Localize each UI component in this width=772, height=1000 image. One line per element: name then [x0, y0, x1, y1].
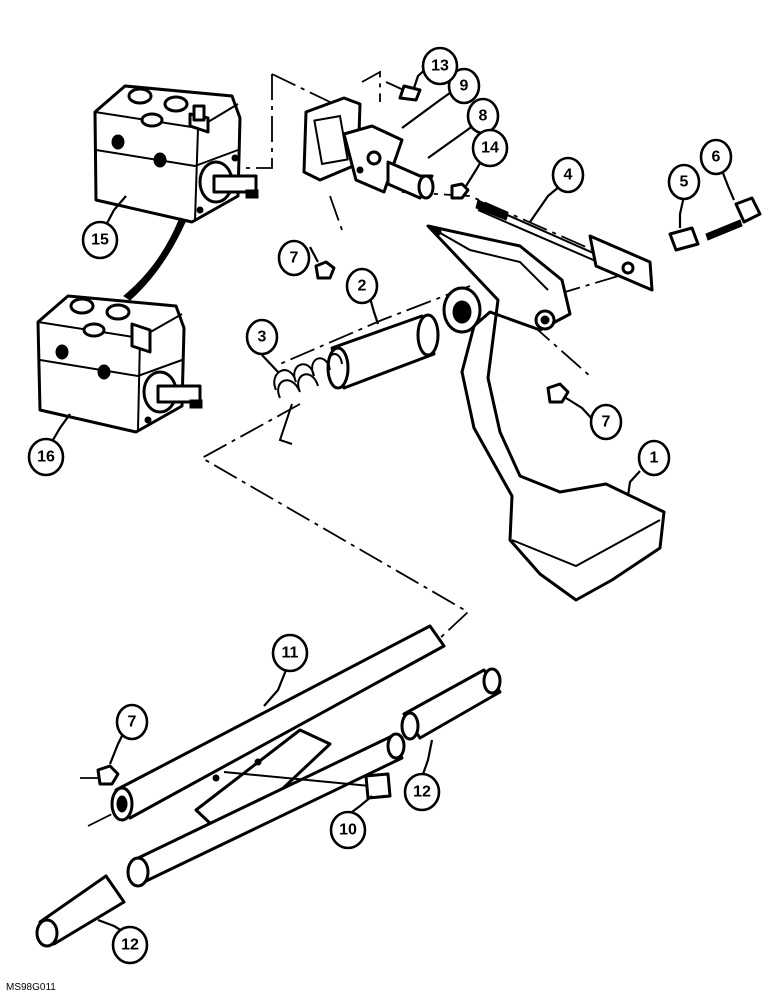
svg-text:1: 1 [650, 450, 659, 467]
callout-13: 13 [421, 46, 459, 86]
callout-6: 6 [699, 138, 733, 176]
svg-text:4: 4 [564, 167, 573, 184]
callout-1: 1 [637, 439, 671, 477]
part-8-bushing [386, 160, 435, 200]
callout-7-upper: 7 [277, 239, 311, 277]
svg-text:2: 2 [358, 278, 367, 295]
part-2-sleeve [326, 313, 440, 390]
replacement-arrow [123, 217, 187, 301]
callout-4: 4 [551, 156, 585, 194]
part-3-spring [273, 353, 343, 445]
svg-text:7: 7 [290, 250, 299, 267]
callout-7-lower: 7 [115, 703, 149, 741]
part-4-rod [475, 199, 654, 292]
part-1-pedal [426, 224, 666, 602]
assembly-centerlines [80, 70, 646, 827]
svg-text:7: 7 [602, 414, 611, 431]
svg-text:10: 10 [339, 822, 357, 839]
svg-text:8: 8 [479, 108, 488, 125]
callout-12-left: 12 [111, 925, 149, 965]
part-7-nut-middle [546, 382, 570, 404]
part-14-nut [450, 182, 470, 200]
callout-10: 10 [329, 810, 367, 850]
svg-text:14: 14 [481, 140, 499, 157]
callout-8: 8 [466, 97, 500, 135]
part-10-bolt [223, 771, 392, 800]
callout-2: 2 [345, 267, 379, 305]
svg-text:3: 3 [258, 329, 267, 346]
callout-15: 15 [81, 220, 119, 260]
callout-3: 3 [245, 318, 279, 356]
svg-text:5: 5 [680, 174, 689, 191]
part-13-bolt [385, 81, 422, 102]
part-12-grip-right [400, 667, 502, 741]
callout-14: 14 [471, 128, 509, 168]
svg-text:7: 7 [128, 714, 137, 731]
part-5-bushing [668, 226, 700, 252]
part-7-nut-upper [314, 260, 336, 280]
part-12-grip-left [35, 874, 126, 948]
svg-text:15: 15 [91, 232, 109, 249]
svg-text:16: 16 [37, 449, 55, 466]
callout-5: 5 [667, 163, 701, 201]
part-15-valve-upper [93, 84, 259, 224]
part-16-valve-lower [36, 294, 203, 434]
figure-reference: MS98G011 [6, 982, 56, 993]
callout-7-middle: 7 [589, 403, 623, 441]
svg-text:12: 12 [121, 937, 139, 954]
svg-text:9: 9 [460, 78, 469, 95]
part-11-shaft [110, 624, 446, 888]
svg-text:12: 12 [413, 784, 431, 801]
svg-text:11: 11 [282, 645, 299, 662]
svg-text:13: 13 [431, 58, 449, 75]
callout-11: 11 [271, 633, 309, 673]
callout-9: 9 [447, 67, 481, 105]
callout-16: 16 [27, 437, 65, 477]
part-7-nut-lower [96, 764, 120, 786]
svg-text:6: 6 [712, 149, 721, 166]
callout-12-right: 12 [403, 772, 441, 812]
part-6-bolt [705, 196, 762, 241]
